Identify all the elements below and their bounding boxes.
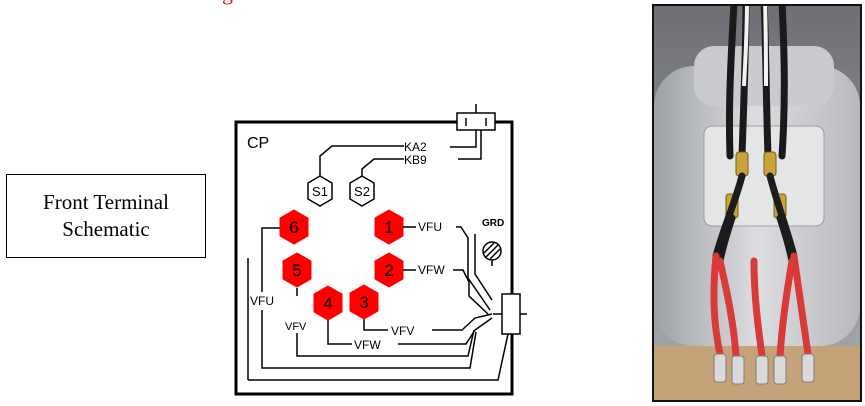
wire-label-vfv-left: VFV — [285, 321, 307, 333]
right-connector — [501, 293, 521, 335]
wire-label-vfw-bottom: VFW — [354, 338, 381, 352]
front-terminal-label: Front Terminal Schematic — [6, 174, 206, 258]
terminal-6-number: 6 — [289, 218, 298, 237]
wire-label-vfv-bottom: VFV — [391, 324, 414, 338]
terminal-6 — [279, 209, 309, 245]
label-line-2: Schematic — [62, 217, 150, 241]
wire-label-ka2: KA2 — [404, 140, 427, 154]
terminal-3-number: 3 — [359, 293, 368, 312]
wire-label-vfu-right: VFU — [418, 220, 442, 234]
sensor-s1 — [307, 175, 333, 207]
terminal-1-number: 1 — [384, 218, 393, 237]
grd-label: GRD — [482, 218, 504, 229]
wire-label-vfu-left: VFU — [250, 294, 274, 308]
terminal-4 — [313, 285, 343, 321]
terminal-2-number: 2 — [384, 261, 393, 280]
photo-illustration — [654, 6, 860, 400]
sensor-s2 — [349, 175, 375, 207]
terminal-3 — [349, 284, 379, 320]
label-line-1: Front Terminal — [43, 190, 169, 214]
terminal-4-number: 4 — [323, 294, 332, 313]
terminal-5 — [282, 252, 312, 288]
top-connector — [456, 112, 496, 131]
motor-terminal-photo — [652, 4, 862, 402]
sensor-s2-label: S2 — [354, 184, 370, 199]
terminal-2 — [374, 252, 404, 288]
terminal-5-number: 5 — [292, 261, 301, 280]
cp-label: CP — [247, 135, 269, 152]
schematic-frame — [234, 120, 514, 396]
sensor-s1-label: S1 — [312, 184, 328, 199]
terminal-1 — [374, 209, 404, 245]
wire-label-vfw-right: VFW — [418, 263, 445, 277]
wire-label-kb9: KB9 — [404, 153, 427, 167]
title-fragment: g — [222, 0, 252, 6]
